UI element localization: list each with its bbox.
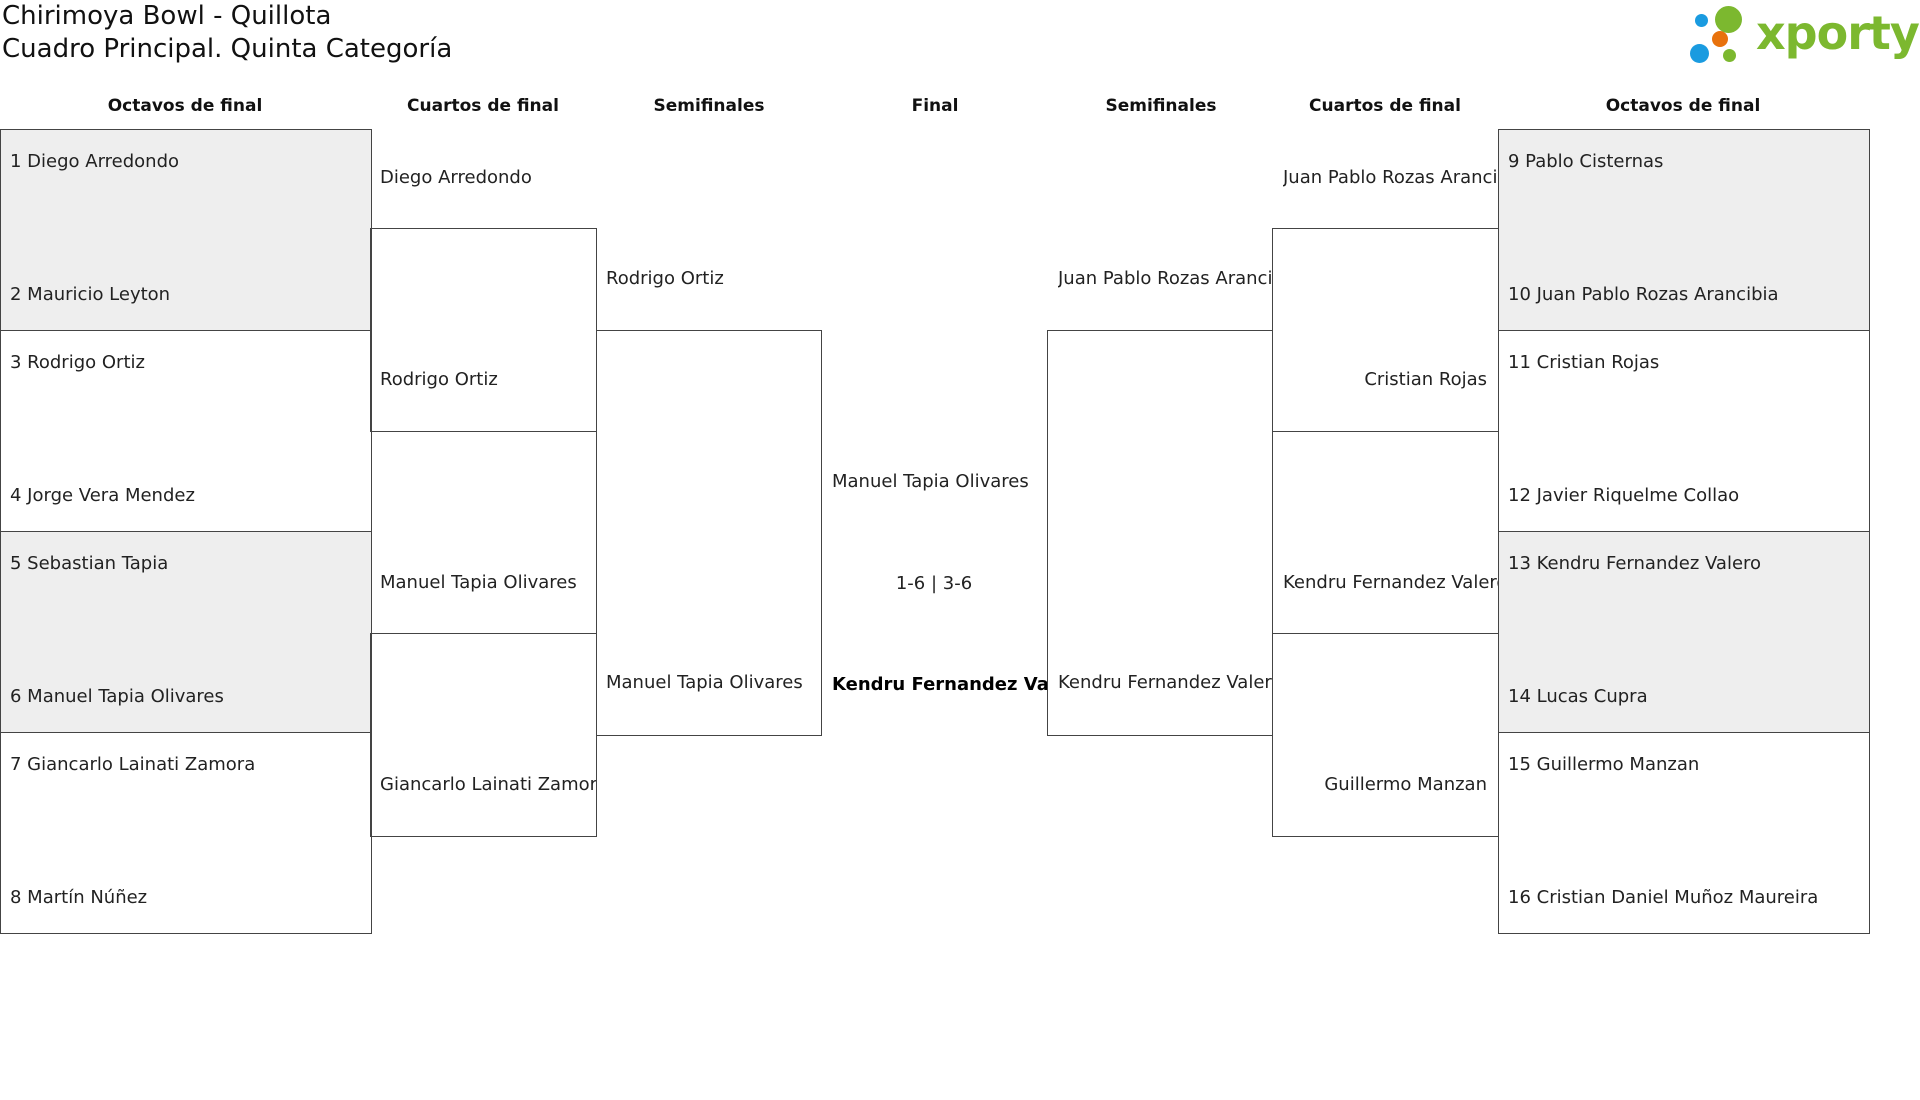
player-entry: 16 Cristian Daniel Muñoz Maureira [1508, 887, 1819, 908]
draw-subtitle: Cuadro Principal. Quinta Categoría [2, 34, 453, 64]
sf-winner: Juan Pablo Rozas Arancibia [1058, 268, 1272, 289]
xporty-logo: xporty [1690, 4, 1920, 66]
logo-dot-icon [1712, 31, 1728, 47]
player-entry: 15 Guillermo Manzan [1508, 754, 1700, 775]
sf-winner: Manuel Tapia Olivares [606, 672, 803, 693]
player-entry: 13 Kendru Fernandez Valero [1508, 553, 1762, 574]
qf-winner: Juan Pablo Rozas Arancibia [1283, 167, 1498, 188]
round-header-right-sf: Semifinales [1105, 96, 1217, 116]
round-header-final: Final [911, 96, 959, 116]
player-entry: 1 Diego Arredondo [10, 151, 180, 172]
round-header-right-r16: Octavos de final [1605, 96, 1761, 116]
qf-winner: Diego Arredondo [380, 167, 532, 188]
player-entry: 10 Juan Pablo Rozas Arancibia [1508, 284, 1779, 305]
sf-winner: Kendru Fernandez Valero [1058, 672, 1272, 693]
final-player-1: Manuel Tapia Olivares [832, 471, 1029, 492]
qf-connector [1272, 633, 1499, 837]
qf-winner: Rodrigo Ortiz [380, 369, 498, 390]
player-entry: 5 Sebastian Tapia [10, 553, 169, 574]
logo-dot-icon [1690, 44, 1709, 63]
player-entry: 14 Lucas Cupra [1508, 686, 1648, 707]
logo-dot-icon [1723, 49, 1736, 62]
logo-dot-icon [1715, 6, 1742, 33]
match-box [1498, 531, 1870, 733]
player-entry: 11 Cristian Rojas [1508, 352, 1660, 373]
tournament-title: Chirimoya Bowl - Quillota [2, 1, 332, 31]
player-entry: 8 Martín Núñez [10, 887, 148, 908]
qf-winner: Cristian Rojas [1364, 369, 1487, 390]
qf-connector [370, 228, 597, 432]
sf-connector [596, 330, 822, 736]
qf-connector [1272, 228, 1499, 432]
round-header-left-r16: Octavos de final [107, 96, 263, 116]
round-header-left-sf: Semifinales [653, 96, 765, 116]
match-box [0, 732, 372, 934]
match-box [0, 531, 372, 733]
round-header-left-qf: Cuartos de final [407, 96, 559, 116]
player-entry: 6 Manuel Tapia Olivares [10, 686, 224, 707]
logo-text: xporty [1756, 6, 1920, 60]
final-score: 1-6 | 3-6 [895, 573, 973, 594]
qf-winner: Giancarlo Lainati Zamora [380, 774, 596, 795]
final-player-2-winner: Kendru Fernandez Valero [832, 674, 1047, 695]
qf-winner: Kendru Fernandez Valero [1283, 572, 1498, 593]
sf-winner: Rodrigo Ortiz [606, 268, 724, 289]
sf-connector [1047, 330, 1273, 736]
player-entry: 9 Pablo Cisternas [1508, 151, 1664, 172]
qf-connector [370, 633, 597, 837]
player-entry: 7 Giancarlo Lainati Zamora [10, 754, 256, 775]
round-header-right-qf: Cuartos de final [1309, 96, 1461, 116]
match-box [1498, 129, 1870, 331]
player-entry: 3 Rodrigo Ortiz [10, 352, 145, 373]
player-entry: 2 Mauricio Leyton [10, 284, 171, 305]
qf-winner: Guillermo Manzan [1324, 774, 1487, 795]
qf-winner: Manuel Tapia Olivares [380, 572, 577, 593]
match-box [0, 129, 372, 331]
logo-dot-icon [1695, 14, 1708, 27]
player-entry: 12 Javier Riquelme Collao [1508, 485, 1740, 506]
player-entry: 4 Jorge Vera Mendez [10, 485, 195, 506]
